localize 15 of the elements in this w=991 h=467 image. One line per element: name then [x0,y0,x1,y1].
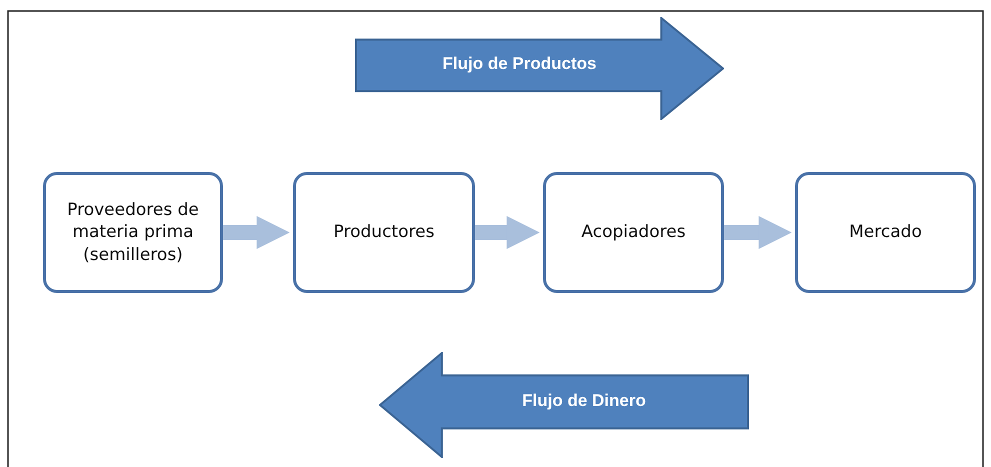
block-arrow [355,17,724,120]
process-box [43,172,223,293]
arrow [724,216,792,249]
flow-label: Flujo de Dinero [522,390,646,411]
process-box [543,172,724,293]
arrow [223,216,290,249]
block-arrow [379,352,749,458]
process-box [293,172,475,293]
process-box [795,172,976,293]
box-label: Acopiadores [580,221,687,244]
box-label: Productores [332,221,436,244]
box-label: Mercado [848,221,923,244]
flow-label: Flujo de Productos [442,54,596,74]
arrow [475,216,540,249]
box-label: Proveedores de materia prima (semilleros) [66,199,200,266]
